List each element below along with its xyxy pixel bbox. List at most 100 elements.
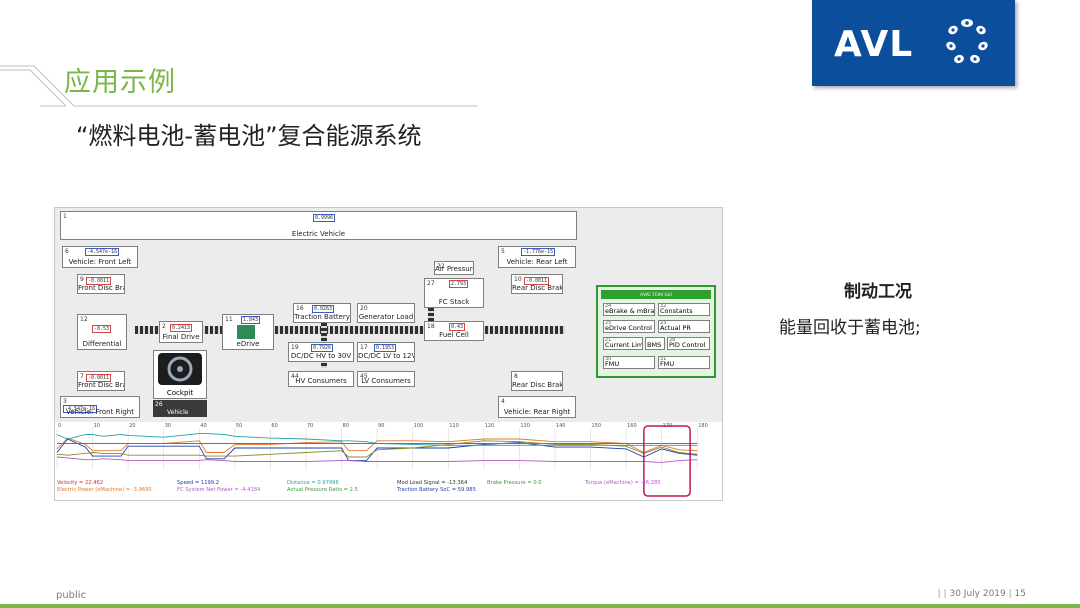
footer-accent-bar [0, 604, 1080, 608]
chart-tick-label: 10 [94, 423, 100, 429]
block-label: Fuel Cell [439, 331, 469, 339]
panel-item-label: PID Control [669, 341, 706, 349]
panel-item-label: eDrive Control System [605, 324, 654, 332]
chart-tick-label: 30 [165, 423, 171, 429]
block-value: -1.776e-15 [521, 248, 556, 256]
panel-item-number: 21 [605, 337, 612, 343]
chart-tick-label: 150 [592, 423, 602, 429]
simulation-screenshot: 1 0.9996 Electric Vehicle 6 -4.547e-16 V… [54, 207, 723, 501]
model-diagram: 1 0.9996 Electric Vehicle 6 -4.547e-16 V… [55, 208, 722, 422]
block-vehicle-front-left: 6 -4.547e-16 Vehicle: Front Left [62, 246, 138, 268]
block-front-disc-brake: 9 -0.0011 Front Disc Brake [77, 274, 125, 294]
footer-separator: | [937, 589, 941, 599]
chart-legend-entry: Mod Load Signal = -13.364 [397, 480, 468, 486]
chart-legend-entry: Brake Pressure = 0.0 [487, 480, 542, 486]
braking-highlight-box [643, 425, 691, 497]
block-label: HV Consumers [295, 377, 347, 385]
block-label: FC Stack [438, 298, 470, 306]
chart-tick-label: 100 [414, 423, 424, 429]
block-number: 44 [291, 373, 299, 380]
panel-item: BMS [645, 337, 665, 350]
block-number: 18 [427, 323, 435, 330]
block-vehicle-rear-left: 5 -1.776e-15 Vehicle: Rear Left [498, 246, 576, 268]
block-label: Front Disc Brake [78, 381, 124, 389]
header-decoration-lines [0, 65, 478, 107]
panel-item-label: Actual PR [660, 324, 691, 332]
block-hv-consumers: 44 HV Consumers [288, 371, 354, 387]
block-label: DC/DC LV to 12V [358, 352, 415, 360]
avl-logo: AVL [812, 0, 1015, 86]
block-label: eDrive [236, 340, 260, 348]
block-label: Rear Disc Brake [512, 284, 563, 292]
block-number: 10 [514, 276, 522, 283]
block-cockpit: Cockpit [153, 350, 207, 399]
panel-item-label: Constants [660, 307, 693, 315]
footer-separator: | [1008, 589, 1012, 599]
panel-item-number: 28 [669, 337, 676, 343]
avl-emblem-icon [946, 19, 988, 64]
block-value: 2.793 [449, 280, 469, 288]
block-label: Vehicle [167, 409, 189, 416]
panel-item-number: 30 [605, 356, 612, 362]
block-fuel-cell: 18 0.43 Fuel Cell [424, 321, 484, 341]
chart-tick-label: 120 [485, 423, 495, 429]
panel-item-number: 31 [660, 356, 667, 362]
block-number: 20 [360, 305, 368, 312]
panel-item-number: 32 [660, 303, 667, 309]
block-rear-disc-brake: 10 -0.0011 Rear Disc Brake [511, 274, 563, 294]
block-number: 6 [65, 248, 69, 255]
block-number: 8 [514, 373, 518, 380]
block-vehicle-icon: 26 Vehicle [153, 400, 207, 417]
chart-series-line-4 [56, 456, 698, 463]
block-number: 5 [501, 248, 505, 255]
chart-series-line-0 [56, 438, 698, 462]
chart-legend-entry: FC System Net Power = -4.4184 [177, 487, 261, 493]
block-vehicle-front-right: 3 -4.547e-16 Vehicle: Front Right [60, 396, 140, 418]
block-number: 26 [155, 401, 163, 408]
steering-wheel-icon [158, 353, 202, 385]
chart-tick-label: 90 [378, 423, 384, 429]
block-value: 0.0263 [312, 305, 335, 313]
block-label: Air Pressure [435, 265, 474, 273]
chart-tick-label: 180 [698, 423, 708, 429]
block-rear-disc-brake-2: 8 Rear Disc Brake [511, 371, 563, 391]
block-value: 0.43 [449, 323, 466, 331]
block-vehicle-rear-right: 4 Vehicle: Rear Right [498, 396, 576, 418]
slide-title: 应用示例 [64, 67, 176, 98]
block-label: DC/DC HV to 30V [290, 352, 352, 360]
chart-legend-entry: Distance = 0.97996 [287, 480, 339, 486]
panel-item-label: eBrake & mBrake Distr [605, 307, 655, 315]
side-text: 能量回收于蓄电池; [779, 318, 921, 338]
block-number: 17 [360, 344, 368, 351]
block-number: 1 [63, 213, 67, 220]
block-label: Differential [82, 340, 122, 348]
block-number: 45 [360, 373, 368, 380]
block-lv-consumers: 45 LV Consumers [357, 371, 415, 387]
panel-item-label: FMU [660, 360, 675, 368]
chart-series-line-5 [56, 440, 698, 458]
block-value: -8.53 [92, 325, 112, 333]
block-electric-vehicle: 1 0.9996 Electric Vehicle [60, 211, 577, 240]
page-number: 15 [1014, 589, 1026, 599]
panel-header: HVAC FCHV GUI [601, 290, 711, 299]
chart-tick-label: 40 [200, 423, 206, 429]
chart-series-line-1 [56, 437, 698, 453]
slide-subtitle: “燃料电池-蓄电池”复合能源系统 [76, 122, 422, 150]
logo-text: AVL [834, 24, 914, 65]
motor-icon [237, 325, 255, 339]
chart-tick-label: 80 [343, 423, 349, 429]
block-air-pressure: 22 Air Pressure [434, 261, 474, 275]
block-number: 19 [291, 344, 299, 351]
chart-tick-label: 130 [520, 423, 530, 429]
block-value: 0.9996 [313, 214, 336, 222]
chart-legend-entry: Speed = 1199.2 [177, 480, 219, 486]
block-value: -4.547e-16 [85, 248, 120, 256]
block-number: 16 [296, 305, 304, 312]
panel-item-label: FMU [605, 360, 620, 368]
